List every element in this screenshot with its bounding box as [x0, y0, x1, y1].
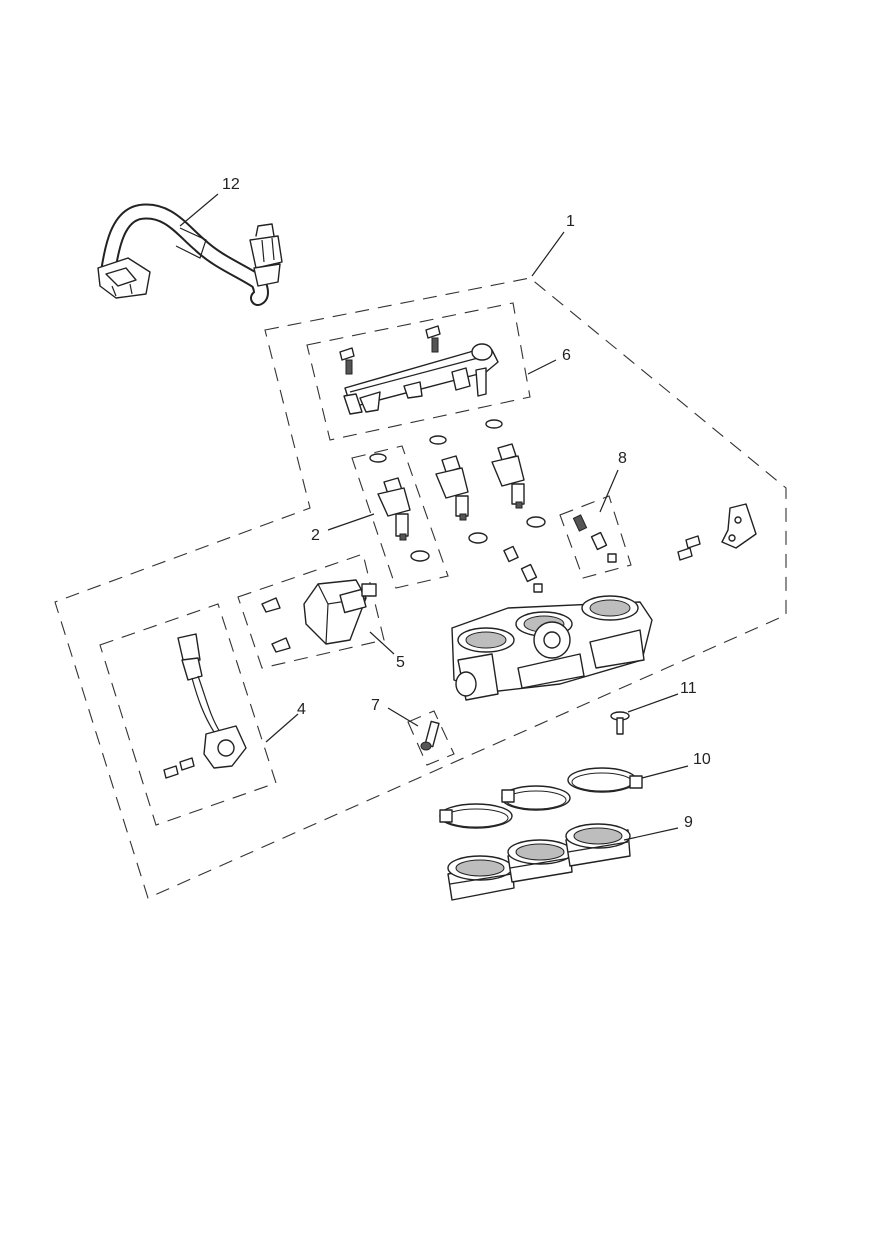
outline-screw-8 [559, 495, 632, 579]
callout-labels: 1 2 4 5 6 7 8 9 10 11 12 [222, 176, 711, 831]
injector-2 [429, 435, 488, 544]
leader-1 [531, 231, 565, 277]
rail-bolt-left [339, 347, 355, 375]
clamp-3 [567, 767, 643, 793]
hose-inner [102, 205, 267, 304]
part-4-sensor[interactable] [163, 633, 247, 779]
rail-mount-left [343, 393, 363, 415]
outline-injector-2 [351, 445, 449, 589]
callout-12[interactable]: 12 [222, 176, 240, 193]
boot-1 [447, 855, 515, 901]
leader-10 [641, 765, 689, 779]
leader-4 [265, 713, 299, 743]
callout-1[interactable]: 1 [566, 213, 575, 230]
part-11-bolt[interactable] [610, 711, 630, 735]
clamp-2 [501, 785, 571, 811]
valve-body [303, 579, 367, 645]
connector-right [249, 223, 283, 287]
bracket-right [677, 503, 757, 561]
outline-assembly-1 [54, 277, 787, 899]
part-9-boots[interactable] [447, 823, 631, 901]
leader-7 [387, 707, 419, 727]
callout-7[interactable]: 7 [371, 697, 380, 714]
hose-sleeve [175, 227, 207, 259]
part-8-screw-set[interactable] [572, 514, 617, 563]
callout-8[interactable]: 8 [618, 450, 627, 467]
rail-bracket [359, 391, 381, 413]
group-outlines [54, 277, 787, 899]
callout-10[interactable]: 10 [693, 751, 711, 768]
throttle-stop-screws [503, 545, 543, 593]
callout-2[interactable]: 2 [311, 527, 320, 544]
leader-9 [623, 827, 679, 841]
part-10-clamps[interactable] [439, 767, 643, 829]
boot-3 [565, 823, 631, 867]
callout-9[interactable]: 9 [684, 814, 693, 831]
throttle-body [451, 595, 653, 701]
part-7-screw[interactable] [420, 720, 440, 751]
outline-valve-5 [237, 553, 385, 669]
part-6-fuel-rail[interactable] [339, 325, 499, 415]
clamp-1 [439, 803, 513, 829]
leader-11 [627, 693, 679, 713]
callout-4[interactable]: 4 [297, 701, 306, 718]
connector-left [97, 257, 151, 299]
sensor-plug [177, 633, 201, 665]
rail-outlet [475, 367, 487, 397]
injector-1 [369, 453, 430, 562]
injector-3 [485, 419, 546, 528]
part-12-hose[interactable] [97, 203, 283, 306]
sensor-wires [191, 675, 221, 733]
boot-2 [507, 839, 573, 883]
callout-5[interactable]: 5 [396, 654, 405, 671]
callout-11[interactable]: 11 [680, 680, 697, 697]
rail-mount-mid [403, 381, 423, 399]
rail-mount-right [451, 367, 471, 391]
rail-bolt-right [425, 325, 441, 353]
outline-screw-7 [407, 710, 455, 766]
leader-8 [599, 469, 619, 513]
part-2-injectors[interactable] [369, 419, 546, 562]
leader-6 [527, 359, 557, 375]
callout-6[interactable]: 6 [562, 347, 571, 364]
leader-lines [179, 193, 689, 841]
leader-5 [369, 631, 395, 655]
leader-12 [179, 193, 219, 227]
leader-2 [327, 513, 375, 531]
outline-fuel-rail-6 [306, 302, 531, 441]
part-5-valve[interactable] [261, 579, 377, 653]
